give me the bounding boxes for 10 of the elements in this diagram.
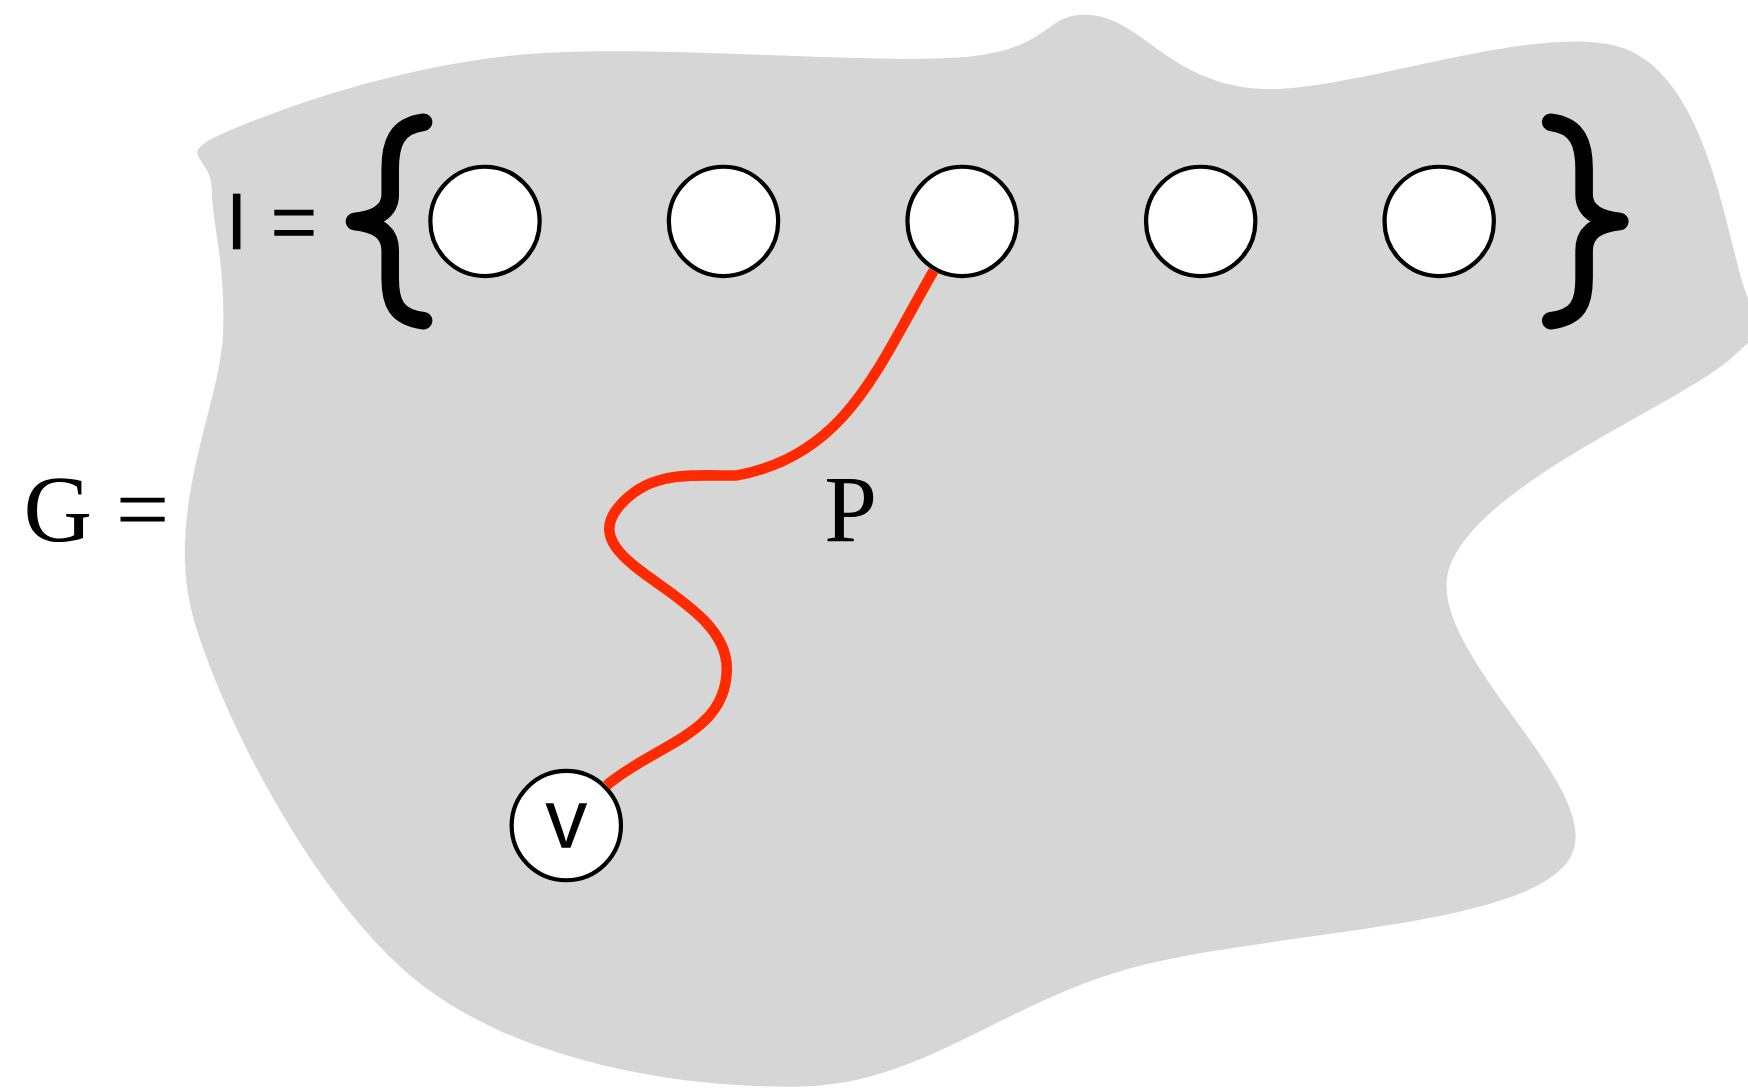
set-label: I = xyxy=(232,193,314,250)
circle-node xyxy=(1143,164,1258,279)
circle-node xyxy=(905,164,1019,279)
blob-shape xyxy=(185,14,1748,1087)
circle-node xyxy=(666,164,781,279)
circle-node xyxy=(428,164,542,279)
path-curve xyxy=(603,267,939,790)
set-label: G = xyxy=(27,478,165,543)
edge-label: P xyxy=(826,479,874,542)
circle-node xyxy=(1382,164,1496,279)
